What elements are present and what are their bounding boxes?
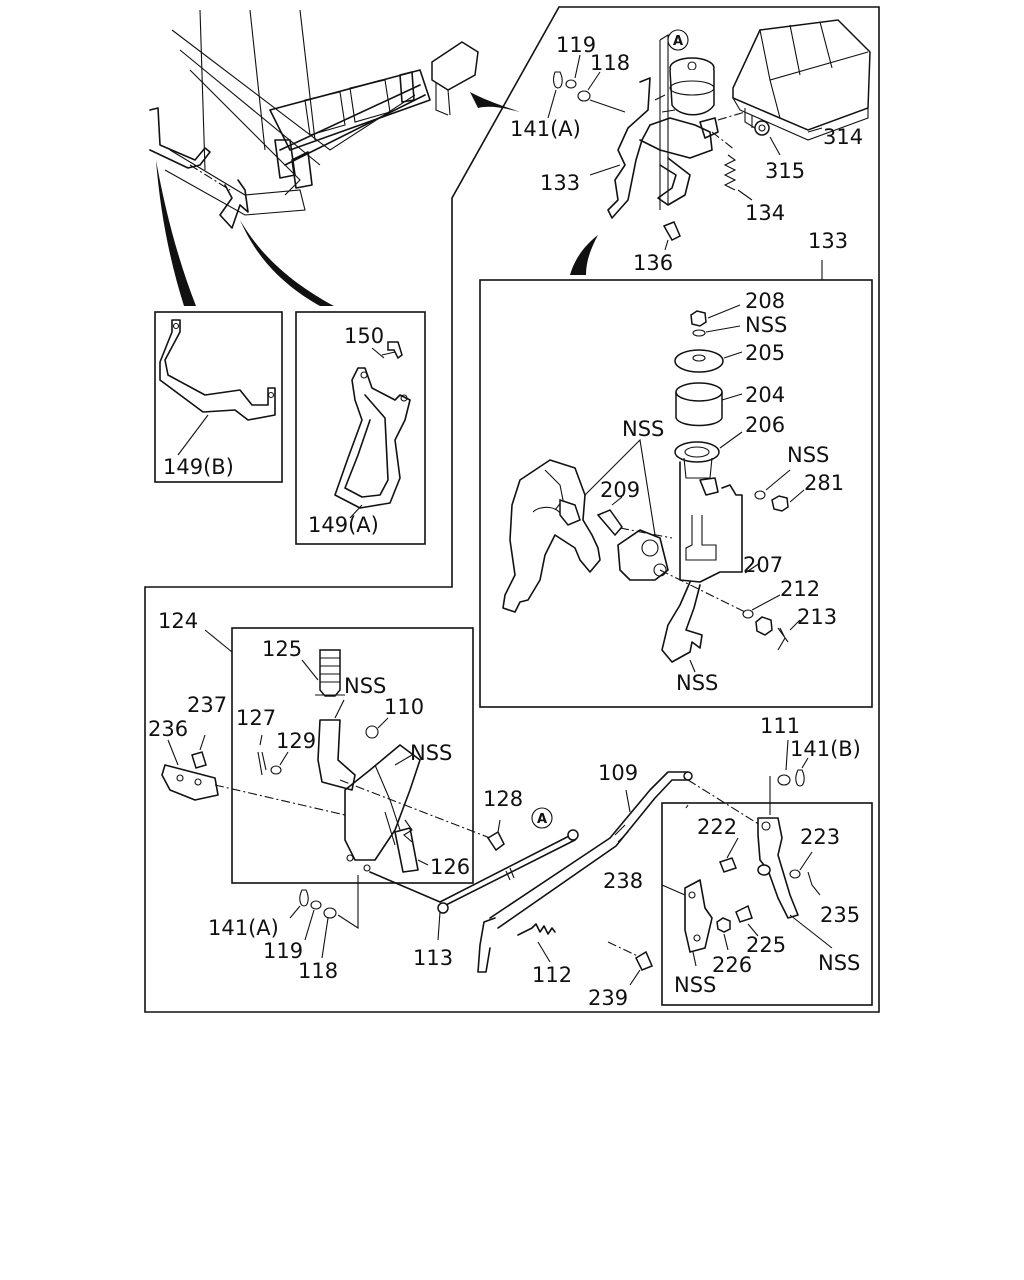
- callout-281: 281: [804, 471, 844, 495]
- callout-118-bottom: 118: [298, 959, 338, 983]
- callout-125: 125: [262, 637, 302, 661]
- callout-nss-4: NSS: [676, 671, 718, 695]
- callout-nss-1: NSS: [745, 313, 787, 337]
- bracket-236: 237 236: [148, 693, 346, 816]
- callout-nss-8: NSS: [818, 951, 860, 975]
- ref-mark-a-top: A: [673, 34, 683, 49]
- callout-150: 150: [344, 324, 384, 348]
- callout-126: 126: [430, 855, 470, 879]
- upper-assembly: 314 315 134 136 133 119 118 141(A) A: [510, 19, 871, 275]
- callout-129: 129: [276, 729, 316, 753]
- callout-127: 127: [236, 706, 276, 730]
- callout-222: 222: [697, 815, 737, 839]
- callout-207: 207: [743, 553, 783, 577]
- callout-134: 134: [745, 201, 785, 225]
- callout-141a-bottom: 141(A): [208, 916, 279, 940]
- callout-128: 128: [483, 787, 523, 811]
- detail-box-133: 133 208 NSS 205 204 206 NSS 281: [479, 229, 873, 708]
- cab-illustration: [149, 9, 520, 306]
- callout-109: 109: [598, 761, 638, 785]
- callout-124: 124: [158, 609, 198, 633]
- main-frame-outline: [144, 6, 880, 1013]
- callout-133-box: 133: [808, 229, 848, 253]
- ref-mark-a-bottom: A: [537, 812, 547, 827]
- bottom-washers: 141(A) 119 118: [208, 875, 359, 983]
- callout-113: 113: [413, 946, 453, 970]
- callout-205: 205: [745, 341, 785, 365]
- callout-136: 136: [633, 251, 673, 275]
- callout-225: 225: [746, 933, 786, 957]
- callout-119-top: 119: [556, 33, 596, 57]
- detail-box-149b: 149(B): [154, 311, 283, 483]
- callout-nss-3: NSS: [622, 417, 664, 441]
- callout-nss-5: NSS: [344, 674, 386, 698]
- callout-209: 209: [600, 478, 640, 502]
- callout-141a-top: 141(A): [510, 117, 581, 141]
- callout-149a: 149(A): [308, 513, 379, 537]
- callout-141b: 141(B): [790, 737, 861, 761]
- callout-208: 208: [745, 289, 785, 313]
- callout-118-top: 118: [590, 51, 630, 75]
- callout-314: 314: [823, 125, 863, 149]
- detail-box-124: 124 125 NSS 126 110 NSS 127 129 128: [158, 609, 523, 884]
- callout-nss-2: NSS: [787, 443, 829, 467]
- callout-119-bottom: 119: [263, 939, 303, 963]
- callout-112: 112: [532, 963, 572, 987]
- callout-213: 213: [797, 605, 837, 629]
- callout-111: 111: [760, 714, 800, 738]
- callout-238: 238: [603, 869, 643, 893]
- callout-204: 204: [745, 383, 785, 407]
- linkage-rods: A 113 112 109: [369, 761, 693, 987]
- callout-239: 239: [588, 986, 628, 1010]
- detail-box-149a: 150 149(A): [295, 311, 426, 545]
- callout-236: 236: [148, 717, 188, 741]
- callout-133-top: 133: [540, 171, 580, 195]
- callout-149b: 149(B): [163, 455, 234, 479]
- callout-212: 212: [780, 577, 820, 601]
- callout-226: 226: [712, 953, 752, 977]
- callout-110: 110: [384, 695, 424, 719]
- callout-315: 315: [765, 159, 805, 183]
- detail-box-222: 111 141(B) 222 223 235 NSS 238 225 226 N…: [588, 714, 873, 1010]
- callout-nss-6: NSS: [410, 741, 452, 765]
- callout-223: 223: [800, 825, 840, 849]
- callout-nss-7: NSS: [674, 973, 716, 997]
- callout-206: 206: [745, 413, 785, 437]
- callout-235: 235: [820, 903, 860, 927]
- callout-237: 237: [187, 693, 227, 717]
